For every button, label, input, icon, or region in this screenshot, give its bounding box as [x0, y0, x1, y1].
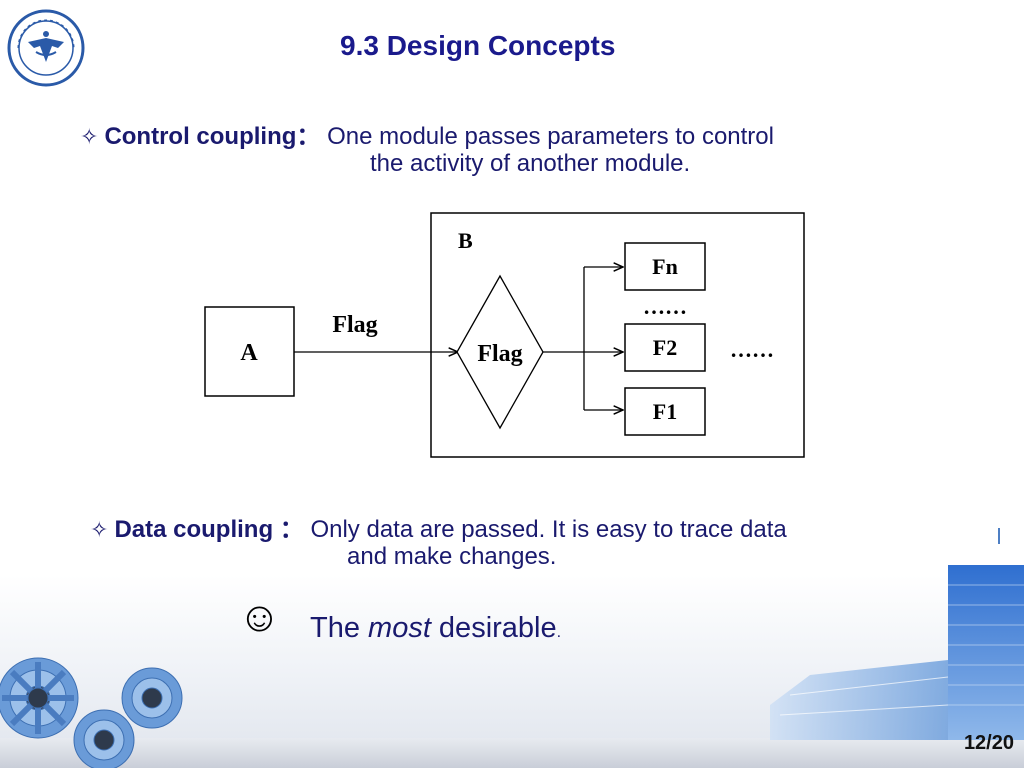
- decision-label: Flag: [477, 341, 522, 367]
- slide-title: 9.3 Design Concepts: [340, 30, 616, 61]
- university-logo-icon: [7, 9, 85, 87]
- control-coupling-desc-1: One module passes parameters to control: [327, 123, 774, 150]
- conclusion-text: The most desirable.: [310, 612, 561, 645]
- conclusion-before: The: [310, 612, 369, 644]
- fn-label: Fn: [652, 254, 678, 279]
- data-coupling-line-1: ✧Data coupling ： Only data are passed. I…: [90, 509, 787, 544]
- f2-label: F2: [653, 335, 677, 360]
- dots-right: ……: [730, 337, 774, 362]
- data-coupling-desc-1: Only data are passed. It is easy to trac…: [310, 516, 787, 543]
- module-a-box: [204, 306, 295, 397]
- decision-diamond: [456, 274, 544, 430]
- conclusion-period: .: [556, 624, 562, 641]
- building-decoration-icon: [770, 565, 1024, 740]
- bottom-footer-strip: [0, 738, 1024, 768]
- gears-decoration-icon: [0, 657, 183, 768]
- conclusion-after: desirable: [430, 612, 557, 644]
- control-coupling-line-2: the activity of another module.: [370, 150, 691, 177]
- data-coupling-line-2: and make changes.: [347, 543, 557, 570]
- four-pointed-star-icon: ✧: [80, 124, 99, 149]
- dots-between: ……: [643, 294, 687, 319]
- module-a-label: A: [240, 340, 258, 366]
- page-number: 12/20: [963, 732, 1014, 754]
- f2-box: [624, 323, 706, 372]
- data-coupling-term: Data coupling ：: [114, 516, 304, 543]
- flag-arrow-label: Flag: [332, 312, 377, 338]
- decorative-tick: [998, 528, 1000, 544]
- fn-box: [624, 242, 706, 291]
- f1-label: F1: [653, 399, 677, 424]
- control-coupling-line-1: ✧Control coupling： One module passes par…: [80, 116, 774, 151]
- module-b-label: B: [458, 228, 473, 253]
- smiley-icon: ☺: [238, 593, 281, 640]
- four-pointed-star-icon: ✧: [90, 517, 109, 542]
- conclusion-emphasis: most: [368, 612, 431, 644]
- control-coupling-term: Control coupling：: [104, 123, 321, 150]
- f1-box: [624, 387, 706, 436]
